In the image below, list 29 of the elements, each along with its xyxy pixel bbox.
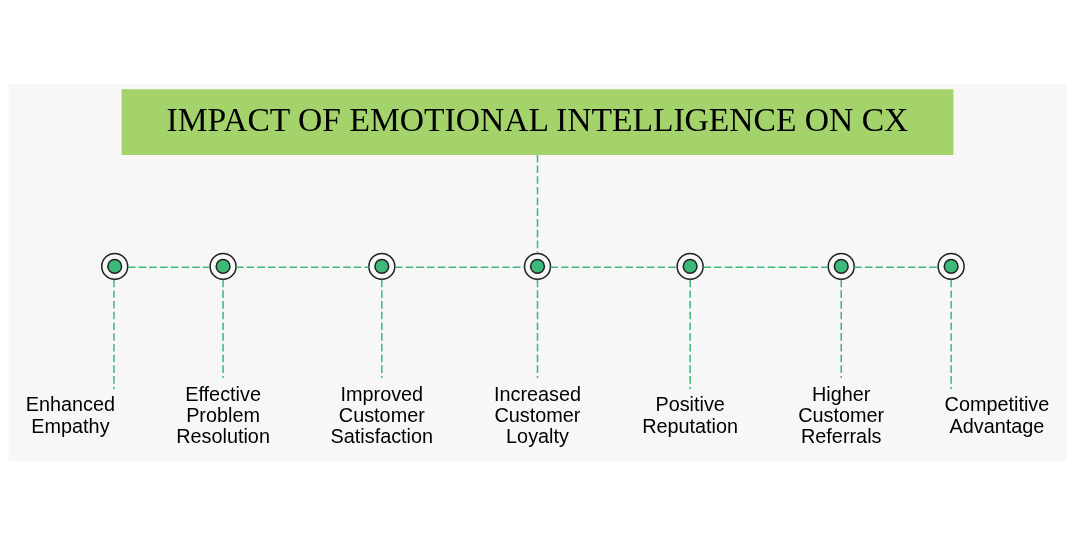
node-text: Higher Customer Referrals [798, 382, 885, 447]
connector [235, 265, 370, 268]
node-text: Competitive Advantage [944, 392, 1050, 437]
connector [394, 265, 526, 268]
node-circle [523, 252, 552, 280]
node-text: Increased Customer Loyalty [493, 382, 582, 447]
connector [840, 278, 842, 379]
node-box: IMPACT OF EMOTIONAL INTELLIGENCE ON CX [121, 88, 954, 155]
connector [536, 153, 539, 254]
node-circle [937, 252, 965, 280]
connector [222, 278, 224, 379]
node-circle [827, 252, 855, 280]
connector [381, 278, 383, 379]
node-circle [100, 252, 129, 280]
node-circle [676, 252, 704, 280]
node-circle [209, 252, 237, 280]
node-text: Improved Customer Satisfaction [330, 382, 434, 447]
node-text: Enhanced Empathy [25, 392, 116, 437]
connector [702, 265, 829, 268]
connector [950, 278, 952, 390]
connector [127, 265, 211, 268]
connector [853, 265, 939, 268]
node-text: Effective Problem Resolution [176, 382, 270, 447]
connector [536, 278, 539, 379]
node-text: Positive Reputation [642, 392, 739, 437]
connector [689, 278, 691, 390]
connector [113, 278, 115, 390]
connector [549, 265, 678, 268]
node-circle [368, 252, 396, 280]
